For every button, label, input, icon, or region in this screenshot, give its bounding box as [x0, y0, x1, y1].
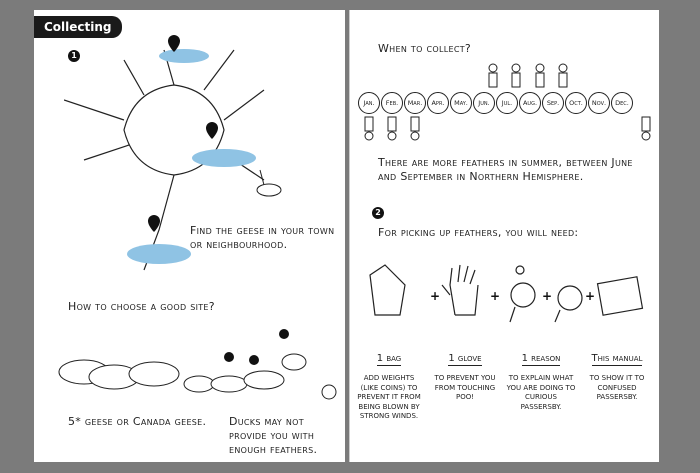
month: Jan. [358, 92, 380, 114]
pond [159, 49, 209, 63]
bag-icon [369, 264, 406, 316]
month: Jun. [473, 92, 495, 114]
pond [127, 244, 191, 264]
item-description: To explain what you are doing to curious… [506, 374, 576, 411]
month: Oct. [565, 92, 587, 114]
map-pin-icon [148, 35, 218, 232]
child-standing [488, 63, 568, 88]
item-title: 1 reason [521, 353, 561, 366]
left-page: Collecting 1 Find the geese in your town… [34, 10, 345, 462]
items-list: 1 bagAdd weights (like coins) to prevent… [354, 346, 652, 422]
need-title: For picking up feathers, you will need: [378, 226, 579, 239]
right-page: When to collect? Jan. Feb. Mar. Apr. May… [349, 10, 659, 462]
when-title: When to collect? [378, 42, 472, 55]
children-illustration [364, 63, 651, 141]
item-title: 1 bag [376, 353, 402, 366]
item-bag: 1 bagAdd weights (like coins) to prevent… [354, 346, 424, 422]
pond [192, 149, 256, 167]
month: May. [450, 92, 472, 114]
section-badge: Collecting [34, 16, 122, 38]
item-manual: This manual To show it to confused passer… [582, 346, 652, 422]
item-description: To show it to confused passersby. [589, 374, 645, 401]
month-row: Jan. Feb. Mar. Apr. May. Jun. Jul. Aug. … [358, 92, 633, 114]
child-upside-down [364, 116, 651, 141]
item-description: To prevent you from touching poo! [434, 374, 496, 401]
items-illustration: + + + + [369, 264, 644, 323]
item-title: This manual [591, 353, 643, 366]
plus-sign: + [542, 289, 552, 303]
season-text: There are more feathers in summer, betwe… [378, 156, 633, 183]
month: Aug. [519, 92, 541, 114]
step-number: 2 [372, 207, 384, 219]
glove-icon [441, 264, 479, 316]
geese-illustration [58, 329, 337, 400]
plus-sign: + [430, 289, 440, 303]
person-confused-icon [554, 285, 583, 323]
plus-sign: + [585, 289, 595, 303]
map-illustration [64, 35, 282, 271]
month: Feb. [381, 92, 403, 114]
item-reason: 1 reason To explain what you are doing to… [506, 346, 576, 422]
month: Jul. [496, 92, 518, 114]
manual-icon [596, 276, 644, 316]
month: Nov. [588, 92, 610, 114]
person-thinking-icon [509, 265, 536, 323]
goose-icon [256, 169, 282, 197]
geese-caption: 5* geese or Canada geese. [68, 415, 207, 428]
item-glove: 1 glove To prevent you from touching poo! [430, 346, 500, 422]
month: Apr. [427, 92, 449, 114]
site-question: How to choose a good site? [68, 300, 215, 313]
month: Dec. [611, 92, 633, 114]
find-geese-text: Find the geese in your town or neighbour… [190, 224, 335, 251]
ducks-caption: Ducks may not provide you with enough fe… [229, 415, 318, 456]
item-description: Add weights (like coins) to prevent it f… [357, 374, 421, 420]
month: Sep. [542, 92, 564, 114]
month: Mar. [404, 92, 426, 114]
step-number: 1 [68, 50, 80, 62]
plus-sign: + [490, 289, 500, 303]
item-title: 1 glove [448, 353, 482, 366]
